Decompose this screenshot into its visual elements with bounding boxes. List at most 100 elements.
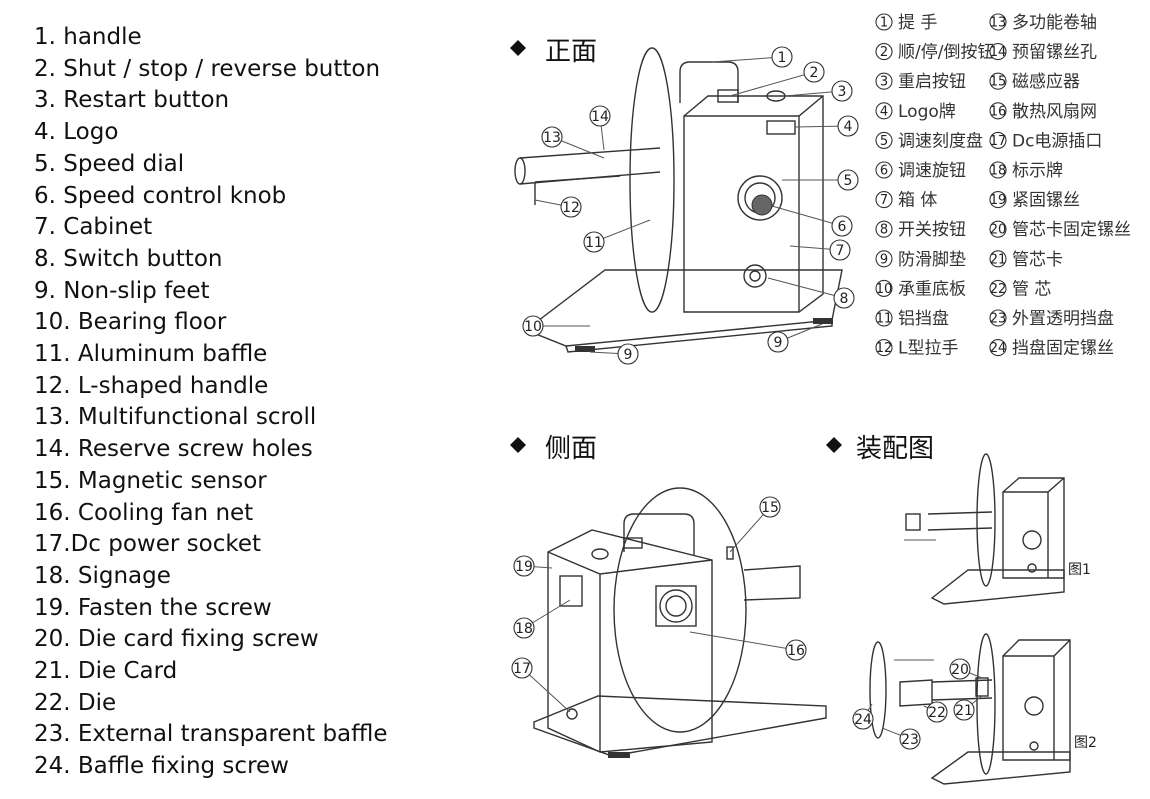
parts-list-item: 13. Multifunctional scroll bbox=[34, 404, 317, 431]
section-title-assembly: 装配图 bbox=[856, 434, 934, 464]
side-view-drawing bbox=[533, 487, 827, 758]
callout-circle bbox=[513, 617, 535, 639]
callout-number: 13 bbox=[543, 130, 561, 146]
callout-number: 6 bbox=[838, 219, 847, 235]
callout-11: 11 bbox=[583, 219, 651, 253]
callout-number: 7 bbox=[836, 243, 845, 259]
callout-13: 13 bbox=[541, 126, 605, 159]
legend-number-circle bbox=[989, 131, 1007, 149]
callout-leader-line bbox=[689, 631, 797, 651]
callout-15: 15 bbox=[729, 496, 781, 553]
legend-text: 多功能卷轴 bbox=[1012, 13, 1097, 33]
legend-number-circle bbox=[875, 72, 893, 90]
callout-leader-line bbox=[767, 277, 845, 299]
callout-number: 18 bbox=[515, 621, 533, 637]
callout-circle bbox=[852, 708, 874, 730]
legend-text: 管芯卡固定镙丝 bbox=[1012, 220, 1131, 240]
parts-list-item: 20. Die card fixing screw bbox=[34, 626, 319, 653]
callout-leader-line bbox=[521, 667, 571, 713]
legend-number: 10 bbox=[876, 282, 893, 297]
callout-number: 20 bbox=[951, 662, 969, 678]
legend-text: 重启按钮 bbox=[898, 72, 966, 92]
callout-17: 17 bbox=[511, 657, 571, 713]
legend-number-circle bbox=[989, 339, 1007, 357]
legend-number: 19 bbox=[990, 193, 1007, 208]
callout-9: 9 bbox=[767, 323, 823, 353]
legend-text: 预留镙丝孔 bbox=[1012, 43, 1097, 63]
callout-circle bbox=[803, 61, 825, 83]
legend-text: L型拉手 bbox=[898, 339, 958, 359]
callout-24: 24 bbox=[852, 703, 874, 730]
callout-circle bbox=[759, 496, 781, 518]
callout-number: 10 bbox=[524, 319, 542, 335]
legend-number-circle bbox=[989, 220, 1007, 238]
callout-16: 16 bbox=[689, 631, 807, 661]
legend-item: 20 管芯卡固定镙丝 bbox=[989, 220, 1131, 240]
callout-number: 19 bbox=[515, 559, 533, 575]
legend-number: 14 bbox=[990, 45, 1007, 60]
figure-2-label: 图2 bbox=[1074, 735, 1097, 751]
legend-text: 提 手 bbox=[898, 13, 937, 33]
callout-5: 5 bbox=[782, 169, 859, 191]
legend-number: 20 bbox=[990, 223, 1007, 238]
callout-number: 22 bbox=[928, 705, 946, 721]
diamond-bullet-side bbox=[510, 437, 526, 453]
callout-number: 21 bbox=[955, 703, 973, 719]
parts-list-item: 21. Die Card bbox=[34, 658, 178, 685]
callout-number: 8 bbox=[840, 291, 849, 307]
callout-circle bbox=[831, 80, 853, 102]
callout-circle bbox=[949, 658, 971, 680]
callout-number: 4 bbox=[844, 119, 853, 135]
diamond-bullet-front bbox=[510, 40, 526, 56]
parts-list-item: 19. Fasten the screw bbox=[34, 594, 272, 621]
legend-number-circle bbox=[875, 279, 893, 297]
callout-number: 24 bbox=[854, 712, 872, 728]
legend-number-circle bbox=[875, 220, 893, 238]
callout-circle bbox=[837, 115, 859, 137]
callout-circle bbox=[785, 639, 807, 661]
legend-number-circle bbox=[875, 13, 893, 31]
callout-12: 12 bbox=[534, 196, 582, 218]
side-view-callouts: 15 16 17 18 19 bbox=[511, 496, 807, 713]
callout-number: 23 bbox=[901, 732, 919, 748]
callout-19: 19 bbox=[513, 555, 553, 577]
callout-4: 4 bbox=[794, 115, 859, 137]
callout-number: 5 bbox=[844, 173, 853, 189]
legend-text: 外置透明挡盘 bbox=[1012, 309, 1114, 329]
legend-number-circle bbox=[875, 102, 893, 120]
callout-20: 20 bbox=[949, 658, 983, 680]
legend-text: 标示牌 bbox=[1012, 161, 1063, 181]
legend-number-circle bbox=[989, 161, 1007, 179]
legend-text: 顺/停/倒按钮 bbox=[898, 43, 994, 63]
parts-list-item: 9. Non-slip feet bbox=[34, 277, 210, 304]
callout-2: 2 bbox=[729, 61, 825, 97]
callout-22: 22 bbox=[923, 701, 948, 723]
callout-circle bbox=[837, 169, 859, 191]
figure-1-label: 图1 bbox=[1068, 562, 1091, 578]
parts-list-item: 7. Cabinet bbox=[34, 214, 153, 241]
callout-number: 15 bbox=[761, 500, 779, 516]
callout-number: 3 bbox=[838, 84, 847, 100]
parts-list-item: 15. Magnetic sensor bbox=[34, 467, 267, 494]
callout-10: 10 bbox=[522, 315, 590, 337]
callout-number: 11 bbox=[585, 235, 603, 251]
callout-number: 1 bbox=[778, 50, 787, 66]
parts-list-item: 23. External transparent baffle bbox=[34, 721, 388, 748]
legend-number-circle bbox=[989, 191, 1007, 209]
section-title-side: 侧面 bbox=[545, 434, 597, 464]
legend-text: 调速旋钮 bbox=[898, 161, 966, 181]
legend-number-circle bbox=[989, 72, 1007, 90]
assembly-figure-2: 图2 bbox=[869, 633, 1097, 785]
legend-text: 防滑脚垫 bbox=[898, 250, 966, 270]
